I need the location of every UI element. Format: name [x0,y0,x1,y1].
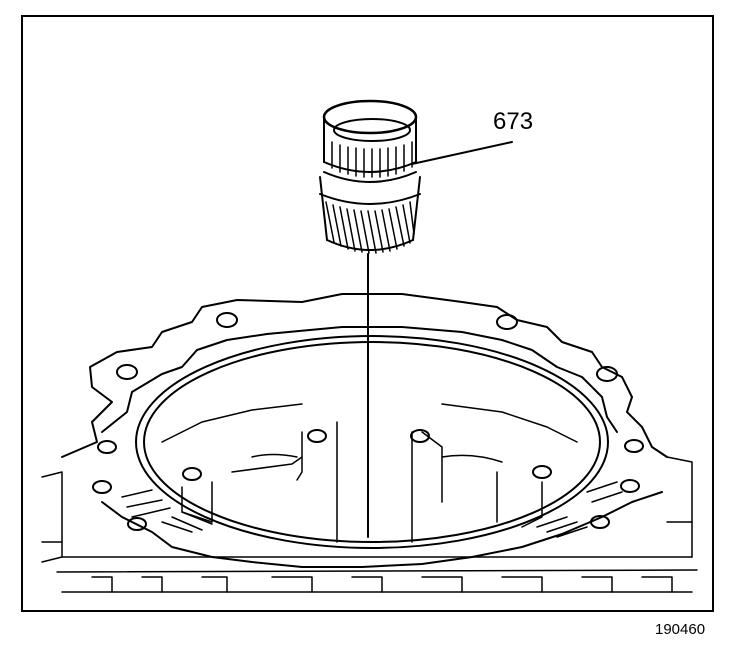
callout-label-673: 673 [493,108,534,135]
callout-leader-line [411,141,513,165]
figure-number: 190460 [655,621,706,638]
gear-component [319,99,421,254]
transmission-diagram [41,99,698,593]
figure-frame [21,15,714,612]
housing-gasket-outline [61,293,668,568]
lower-case-structure [41,456,698,593]
bolt-holes [92,312,644,531]
case-interior [121,403,623,543]
bore-ring [135,335,609,549]
